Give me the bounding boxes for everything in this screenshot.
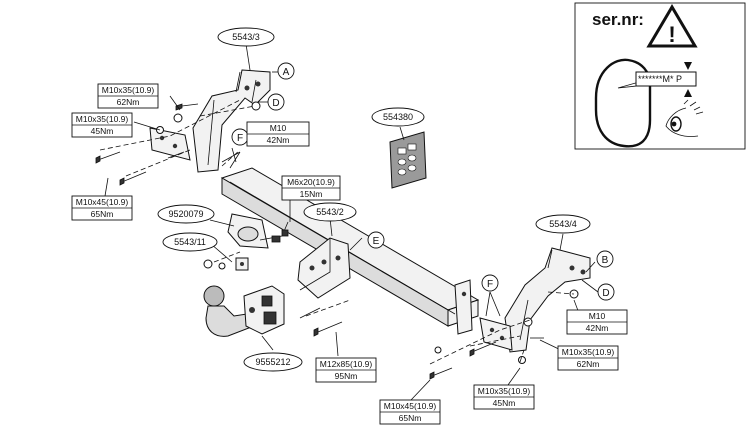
spec-ball: M12x85(10.9) 95Nm: [315, 357, 377, 383]
spec-left-mid: M10x35(10.9) 45Nm: [71, 112, 133, 138]
svg-text:65Nm: 65Nm: [91, 209, 114, 219]
callout-f-right: F: [481, 274, 499, 292]
spec-right-upper: M10x35(10.9) 62Nm: [557, 345, 619, 371]
center-bracket: [297, 237, 351, 299]
spec-nut-right: M10 42Nm: [566, 309, 628, 335]
eye-icon: [665, 99, 704, 137]
part-text: 5543/4: [549, 219, 577, 229]
svg-text:A: A: [283, 67, 290, 78]
spec-right-lower: M10x35(10.9) 45Nm: [473, 384, 535, 410]
plate-bracket-5543-11: [235, 257, 249, 271]
part-text: 5543/3: [232, 32, 260, 42]
svg-text:62Nm: 62Nm: [117, 97, 140, 107]
electrical-kit-554380: [389, 131, 427, 189]
serial-number-panel: ser.nr: ! *******M* P: [574, 2, 746, 150]
spec-socket: M6x20(10.9) 15Nm: [281, 175, 341, 201]
part-label-9555212: 9555212: [243, 352, 303, 372]
warning-triangle-icon: !: [646, 4, 698, 48]
left-side-plate: [149, 127, 191, 161]
spec-left-low: M10x45(10.9) 65Nm: [71, 195, 133, 221]
callout-d-right: D: [597, 283, 615, 301]
bolt-group-left: [95, 101, 261, 186]
part-text: 554380: [383, 112, 413, 122]
spec-top-left: M10x35(10.9) 62Nm: [97, 83, 159, 109]
svg-text:F: F: [237, 133, 243, 144]
callout-d-left: D: [267, 93, 285, 111]
svg-text:42Nm: 42Nm: [267, 135, 290, 145]
towball-9555212: [203, 285, 285, 337]
spec-nut-left: M10 42Nm: [246, 121, 310, 147]
svg-text:B: B: [602, 255, 609, 266]
svg-text:E: E: [373, 236, 380, 247]
svg-text:45Nm: 45Nm: [91, 126, 114, 136]
leader-lines: [104, 43, 599, 401]
svg-text:15Nm: 15Nm: [300, 189, 323, 199]
part-label-554380: 554380: [371, 107, 425, 127]
svg-text:M6x20(10.9): M6x20(10.9): [287, 177, 335, 187]
part-label-5543-3: 5543/3: [217, 27, 275, 47]
svg-text:95Nm: 95Nm: [335, 371, 358, 381]
svg-text:M10: M10: [270, 123, 287, 133]
bolt-group-center: [203, 259, 343, 337]
svg-text:D: D: [272, 98, 279, 109]
callout-b: B: [596, 250, 614, 268]
svg-text:F: F: [487, 279, 493, 290]
svg-text:M10x35(10.9): M10x35(10.9): [102, 85, 155, 95]
part-label-5543-2: 5543/2: [303, 202, 357, 222]
arrow-up-icon: [684, 89, 692, 97]
svg-text:M10x35(10.9): M10x35(10.9): [478, 386, 531, 396]
part-label-5543-4: 5543/4: [535, 214, 591, 234]
callout-f-left: F: [231, 128, 249, 146]
socket-plate-9520079: [227, 213, 289, 249]
part-text: 5543/2: [316, 207, 344, 217]
svg-text:M12x85(10.9): M12x85(10.9): [320, 359, 373, 369]
part-text: 9520079: [168, 209, 203, 219]
left-bracket-5543-3: [192, 69, 271, 173]
right-end-plate: [454, 279, 473, 335]
serial-plate: [635, 71, 697, 87]
part-text: 9555212: [255, 357, 290, 367]
assembly-lines: [99, 99, 575, 365]
callout-e: E: [367, 231, 385, 249]
svg-text:M10: M10: [589, 311, 606, 321]
svg-text:M10x35(10.9): M10x35(10.9): [562, 347, 615, 357]
svg-text:62Nm: 62Nm: [577, 359, 600, 369]
svg-text:M10x35(10.9): M10x35(10.9): [76, 114, 129, 124]
serial-title: ser.nr:: [592, 10, 644, 29]
warning-mark: !: [668, 22, 675, 47]
svg-text:42Nm: 42Nm: [586, 323, 609, 333]
spec-bottom-center: M10x45(10.9) 65Nm: [379, 399, 441, 425]
arrow-down-icon: [684, 62, 692, 70]
svg-text:45Nm: 45Nm: [493, 398, 516, 408]
part-label-9520079: 9520079: [157, 204, 215, 224]
callout-a: A: [277, 62, 295, 80]
svg-text:M10x45(10.9): M10x45(10.9): [384, 401, 437, 411]
svg-text:65Nm: 65Nm: [399, 413, 422, 423]
part-text: 5543/11: [174, 237, 206, 247]
serial-text: *******M* P: [638, 74, 682, 84]
svg-text:D: D: [602, 288, 609, 299]
svg-text:M10x45(10.9): M10x45(10.9): [76, 197, 129, 207]
part-label-5543-11: 5543/11: [162, 232, 218, 252]
